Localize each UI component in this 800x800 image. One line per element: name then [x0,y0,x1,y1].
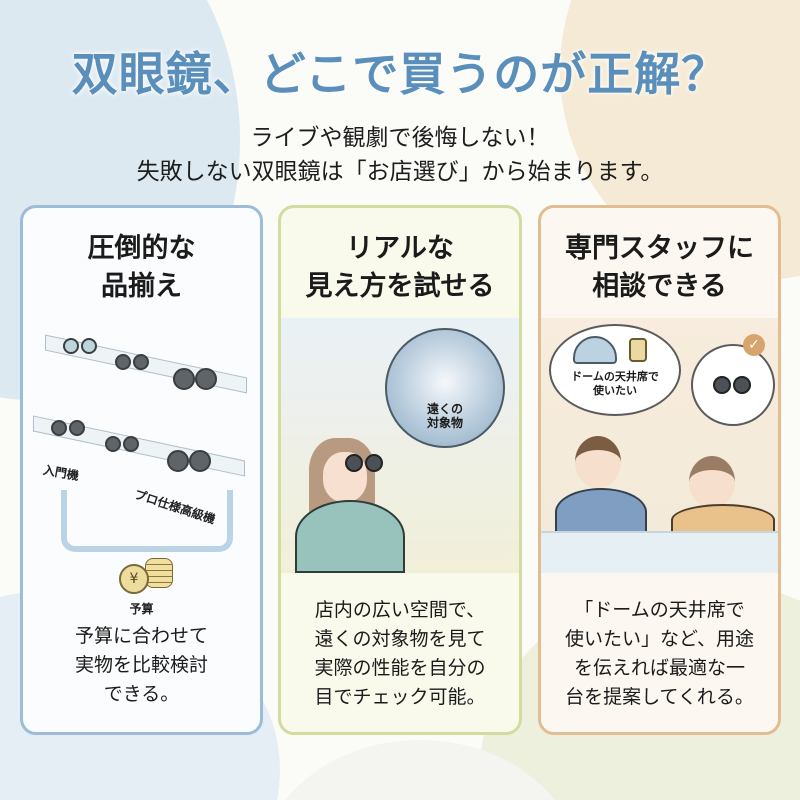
card-body-line: できる。 [103,683,180,705]
label-entry-model: 入門機 [41,462,80,484]
card-title-line: 品揃え [101,271,182,302]
bubble-text: 対象物 [426,416,463,430]
card-body-line: 「ドームの天井席で [574,599,745,621]
seat-icon [629,338,647,362]
dome-icon [573,336,617,364]
card-body-line: 遠くの対象物を見て [314,628,486,650]
card-body-line: を伝えれば最適な一 [573,657,745,679]
woman-body [295,500,405,573]
yen-coin-icon: ¥ [119,564,149,594]
card-body-line: 使いたい」など、用途 [564,628,755,650]
card-body-line: 実際の性能を自分の [314,657,486,679]
binoculars-icon [713,376,751,394]
card-description: 店内の広い空間で、 遠くの対象物を見て 実際の性能を自分の 目でチェック可能。 [281,596,519,712]
speech-bubble-staff [691,344,775,426]
card-try-view: リアルな 見え方を試せる 遠くの 対象物 店内の広い空間で、 遠くの対象物を見て… [278,205,522,735]
card-title: リアルな 見え方を試せる [281,230,519,306]
card-title-line: 見え方を試せる [305,271,495,302]
bubble-text: 遠くの [426,402,463,416]
card-title-line: 圧倒的な [87,233,196,264]
bubble-text: 使いたい [593,384,637,397]
card-body-line: 実物を比較検討 [74,654,208,676]
binoculars-shelf-icon: 入門機 プロ仕様高級機 ¥ 予算 [23,318,260,616]
staff-apron [555,488,647,536]
card-title-line: 相談できる [592,271,727,302]
subtitle-line-1: ライブや観劇で後悔しない！ [250,125,550,151]
card-title-line: 専門スタッフに [565,233,754,264]
card-title-line: リアルな [346,233,454,264]
label-budget: 予算 [129,602,154,616]
counter [541,531,778,573]
staff-consult-icon: ドームの天井席で 使いたい ✓ [541,318,778,573]
card-body-line: 予算に合わせて [74,625,208,647]
speech-bubble-customer: ドームの天井席で 使いたい [549,324,681,416]
card-title: 圧倒的な 品揃え [23,230,260,306]
staff-head [575,436,621,488]
stage-view-icon: 遠くの 対象物 [281,318,519,573]
arrow-icon [61,490,233,552]
subtitle-line-2: 失敗しない双眼鏡は「お店選び」から始まります。 [136,159,664,185]
card-description: 予算に合わせて 実物を比較検討 できる。 [23,622,260,709]
card-title: 専門スタッフに 相談できる [541,230,778,306]
stage-bubble: 遠くの 対象物 [385,328,505,448]
card-selection: 圧倒的な 品揃え 入門機 プロ仕様高級機 ¥ 予算 予算に合わせて 実物を比較検… [20,205,263,735]
check-icon: ✓ [743,334,765,356]
card-body-line: 店内の広い空間で、 [314,599,486,621]
binoculars-icon [345,454,383,472]
customer-head [689,456,735,508]
bubble-text: ドームの天井席で [571,370,659,383]
card-description: 「ドームの天井席で 使いたい」など、用途 を伝えれば最適な一 台を提案してくれる… [541,596,778,712]
card-body-line: 台を提案してくれる。 [565,686,754,708]
card-staff-consult: 専門スタッフに 相談できる ドームの天井席で 使いたい ✓ 「ドームの天井席で … [538,205,781,735]
page-title: 双眼鏡、どこで買うのが正解？ [71,47,729,101]
card-body-line: 目でチェック可能。 [314,686,486,708]
